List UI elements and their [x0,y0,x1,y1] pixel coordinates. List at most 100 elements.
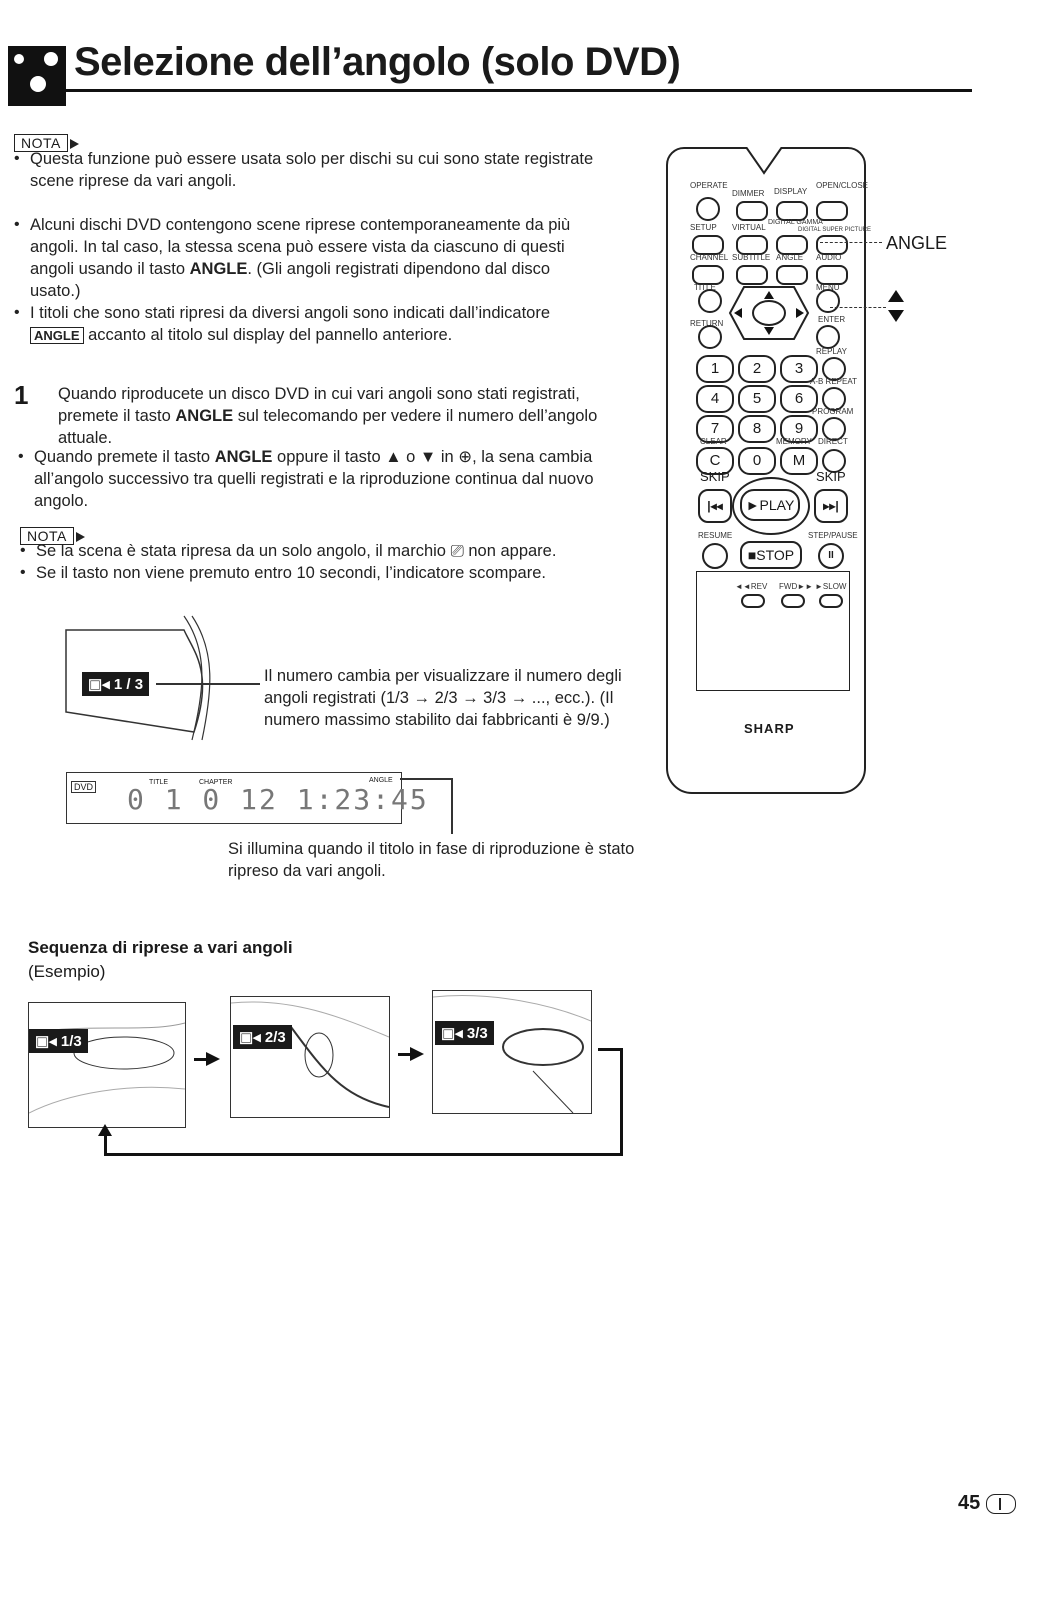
num-0-button[interactable]: 0 [738,447,776,475]
rev-button[interactable] [741,594,765,608]
angle-callout: ANGLE [886,233,948,253]
dvd-indicator: DVD [71,781,97,793]
num-3-button[interactable]: 3 [780,355,818,383]
num-4-button[interactable]: 4 [696,385,734,413]
resume-button[interactable] [702,543,728,569]
subtitle-button[interactable] [736,265,768,285]
direction-pad[interactable] [724,281,814,345]
scene-badge-1: ▣◂ 1/3 [29,1029,88,1053]
angle-scene-3: ▣◂ 3/3 [432,990,592,1114]
digital-super-picture-button[interactable] [816,235,848,255]
skip-back-button[interactable]: |◂◂ [698,489,732,523]
language-indicator-icon [985,1493,1016,1514]
display-caption: Si illumina quando il titolo in fase di … [228,840,635,880]
open-close-label: OPEN/CLOSE [816,181,869,190]
nota-label-2: NOTA [20,527,85,546]
ab-repeat-button[interactable] [822,387,846,411]
direct-button[interactable] [822,449,846,473]
scene-badge-3: ▣◂ 3/3 [435,1021,494,1045]
operate-label: OPERATE [690,181,728,190]
angle-scene-2: ▣◂ 2/3 [230,996,390,1118]
num-1-button[interactable]: 1 [696,355,734,383]
return-label: RETURN [690,319,724,328]
display-leader-h [400,778,452,780]
replay-button[interactable] [822,357,846,381]
title-btn-label: TITLE [694,283,716,292]
angle-scene-1: ▣◂ 1/3 [28,1002,186,1128]
loop-line-c [104,1153,623,1156]
digital-gamma-label: DIGITAL GAMMA [768,219,823,226]
angle-callout-line [820,242,882,243]
header-rule [66,89,972,92]
return-button[interactable] [698,325,722,349]
sequence-heading: Sequenza di riprese a vari angoli [28,938,293,957]
loop-line-b [620,1048,623,1156]
title-label: TITLE [149,779,169,786]
seq-arrow-line-1 [194,1058,208,1061]
play-button[interactable]: ►PLAY [740,489,800,521]
digital-super-picture-label: DIGITAL SUPER PICTURE [798,227,872,233]
display-label: DISPLAY [774,187,808,196]
menu-label: MENU [816,283,840,292]
step-pause-label: STEP/PAUSE [808,531,858,540]
virtual-button[interactable] [736,235,768,255]
channel-button[interactable] [692,265,724,285]
nota-label-1: NOTA [14,134,79,153]
audio-button[interactable] [816,265,848,285]
loop-arrow-head [98,1124,112,1136]
program-label: PROGRAM [812,407,854,416]
camera-icon: ▣◂ [88,676,110,693]
section-icon [8,46,66,106]
enter-label: ENTER [818,315,846,324]
num-5-button[interactable]: 5 [738,385,776,413]
stop-button[interactable]: ■STOP [740,541,802,569]
nota1-item: • Questa funzione può essere usata solo … [14,150,594,190]
menu-button[interactable] [816,289,840,313]
slow-label: ►SLOW [815,582,847,591]
loop-line-a [598,1048,622,1051]
skip-forward-label: SKIP [816,469,846,484]
chapter-label: CHAPTER [199,779,233,786]
step1-bullet: • Quando premete il tasto ANGLE oppure i… [18,448,594,510]
subtitle-label: SUBTITLE [732,253,771,262]
digital-gamma-button[interactable] [776,235,808,255]
display-digits: 0 1 0 12 1:23:45 [127,783,429,816]
osd-leader-line [156,683,260,685]
replay-label: REPLAY [816,347,847,356]
num-2-button[interactable]: 2 [738,355,776,383]
skip-back-label: SKIP [700,469,730,484]
title-button[interactable] [698,289,722,313]
fwd-label: FWD►► [779,582,814,591]
skip-forward-button[interactable]: ▸▸| [814,489,848,523]
channel-label: CHANNEL [690,253,729,262]
scene-badge-2: ▣◂ 2/3 [233,1025,292,1049]
slow-button[interactable] [819,594,843,608]
direct-label: DIRECT [818,437,848,446]
step1-text: Quando riproducete un disco DVD in cui v… [58,385,598,447]
pause-button[interactable]: II [818,543,844,569]
open-close-button[interactable] [816,201,848,221]
num-7-button[interactable]: 7 [696,415,734,443]
page-title: Selezione dell’angolo (solo DVD) [74,40,681,84]
memory-button[interactable]: M [780,447,818,475]
display-button[interactable] [776,201,808,221]
clear-button[interactable]: C [696,447,734,475]
num-6-button[interactable]: 6 [780,385,818,413]
num-8-button[interactable]: 8 [738,415,776,443]
ab-repeat-label: A-B REPEAT [810,377,857,386]
seq-arrow-1 [206,1052,220,1066]
dimmer-button[interactable] [736,201,768,221]
fwd-button[interactable] [781,594,805,608]
rev-label: ◄◄REV [735,582,768,591]
osd-caption: Il numero cambia per visualizzare il num… [264,667,622,729]
lower-panel: ◄◄REV FWD►► ►SLOW [696,571,850,691]
enter-button[interactable] [816,325,840,349]
seq-arrow-line-2 [398,1053,412,1056]
program-button[interactable] [822,417,846,441]
sequence-example: (Esempio) [28,962,106,981]
setup-button[interactable] [692,235,724,255]
operate-button[interactable] [696,197,720,221]
num-9-button[interactable]: 9 [780,415,818,443]
remote-control: OPERATE DIMMER DISPLAY OPEN/CLOSE SETUP … [666,147,871,794]
angle-button[interactable] [776,265,808,285]
